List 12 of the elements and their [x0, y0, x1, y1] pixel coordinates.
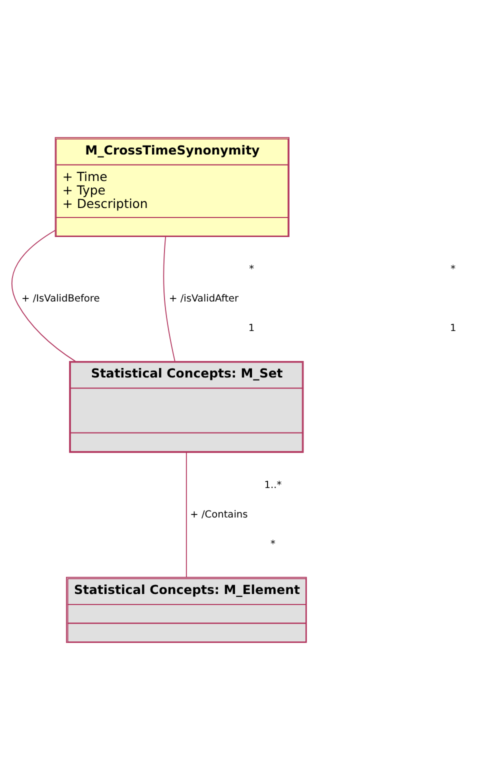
label: 1	[450, 322, 456, 334]
edge-label: + /isValidAfter	[169, 294, 239, 305]
edge-label: + /IsValidBefore	[22, 294, 100, 305]
label: *	[450, 264, 456, 276]
label: 1	[248, 322, 255, 334]
label: *	[249, 264, 254, 276]
edge-label: + /Contains	[190, 509, 248, 520]
connector	[186, 452, 187, 578]
connector	[11, 230, 76, 362]
label: 1..*	[264, 480, 282, 491]
connector	[163, 236, 176, 362]
label: *	[270, 538, 276, 550]
